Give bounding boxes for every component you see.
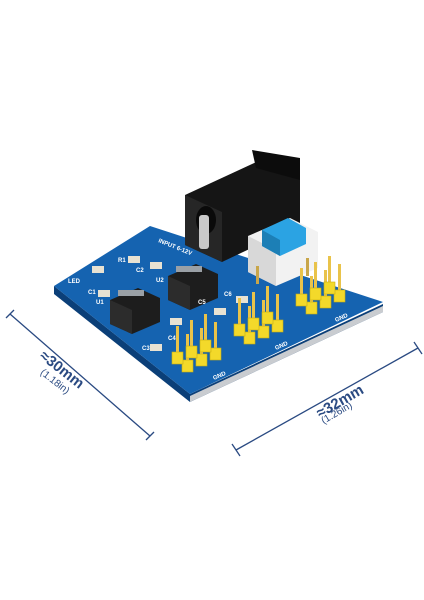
silkscreen-gnd-3: GND xyxy=(334,313,349,324)
silkscreen-c4: C4 xyxy=(168,336,176,342)
pcb-edge xyxy=(54,286,383,402)
header-housing xyxy=(247,317,260,331)
header-pin xyxy=(190,320,193,348)
header-pin xyxy=(328,256,331,284)
header-housing xyxy=(195,353,208,367)
header-housing xyxy=(233,323,246,337)
header-housing xyxy=(271,319,284,333)
header-housing xyxy=(305,301,318,315)
silkscreen-led: LED xyxy=(68,279,81,285)
header-housing xyxy=(257,325,270,339)
header-housing xyxy=(261,311,274,325)
silkscreen-gnd-1: GND xyxy=(212,371,227,382)
silkscreen-c5: C5 xyxy=(198,300,206,306)
header-housing xyxy=(295,293,308,307)
header-housing xyxy=(319,295,332,309)
header-housing xyxy=(185,345,198,359)
header-pin xyxy=(238,298,241,326)
silkscreen-c3: C3 xyxy=(142,346,150,352)
header-housing xyxy=(333,289,346,303)
header-housing xyxy=(309,287,322,301)
header-pin xyxy=(176,326,179,354)
header-pin xyxy=(300,268,303,296)
header-pin xyxy=(314,262,317,290)
header-pin xyxy=(276,294,279,322)
header-pin xyxy=(204,314,207,342)
silkscreen-u2: U2 xyxy=(156,278,164,284)
silkscreen-u1: U1 xyxy=(96,300,104,306)
header-housing xyxy=(181,359,194,373)
header-pin xyxy=(338,264,341,292)
silkscreen-r1: R1 xyxy=(118,258,126,264)
pcb-edge-bottom xyxy=(190,306,383,402)
header-housing xyxy=(209,347,222,361)
smd-components xyxy=(92,256,248,351)
header-housing xyxy=(199,339,212,353)
header-pin xyxy=(214,322,217,350)
header-pin xyxy=(266,286,269,314)
dimension-width-line xyxy=(231,341,423,457)
header-housing xyxy=(171,351,184,365)
silkscreen-c6: C6 xyxy=(224,292,232,298)
dimension-height-line xyxy=(5,309,155,441)
silkscreen-c2: C2 xyxy=(136,268,144,274)
header-pin xyxy=(252,292,255,320)
silkscreen-c1: C1 xyxy=(88,290,96,296)
regulator-u1 xyxy=(110,288,160,334)
pin-headers xyxy=(171,256,346,373)
silkscreen-gnd-2: GND xyxy=(274,341,289,352)
header-housing xyxy=(243,331,256,345)
regulator-u2 xyxy=(168,264,218,310)
header-housing xyxy=(323,281,336,295)
